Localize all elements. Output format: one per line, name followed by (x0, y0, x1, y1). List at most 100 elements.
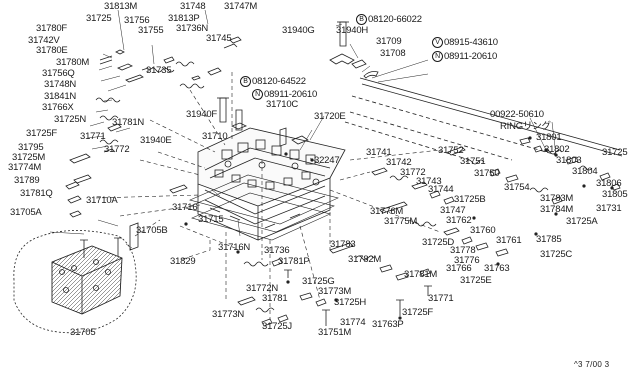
callout-31776: 31776 (454, 255, 480, 266)
bolt-symbol: B (240, 76, 251, 87)
upper-left-parts (65, 36, 242, 256)
callout-31736: 31736 (264, 245, 290, 256)
callout-31781M: 31781M (404, 269, 438, 280)
callout-31742V: 31742V (28, 35, 60, 46)
callout-31829: 31829 (170, 256, 196, 267)
callout-31766X: 31766X (42, 102, 74, 113)
callout-31725G: 31725G (302, 276, 335, 287)
callout-31754: 31754 (504, 182, 530, 193)
callout-31805: 31805 (602, 189, 628, 200)
callout-31741: 31741 (366, 147, 392, 158)
callout-31774: 31774 (340, 317, 366, 328)
callout-31773M: 31773M (318, 286, 352, 297)
callout-32247: 32247 (314, 155, 340, 166)
callout-31725N: 31725N (54, 114, 87, 125)
callout-31781: 31781 (262, 293, 288, 304)
callout-31743: 31743 (416, 176, 442, 187)
callout-31710: 31710 (202, 131, 228, 142)
callout-31742: 31742 (386, 157, 412, 168)
callout-31813M: 31813M (104, 1, 138, 12)
callout-31725F-bottom: 31725F (402, 307, 434, 318)
callout-31725D: 31725D (422, 237, 455, 248)
callout-31772-mid: 31772 (400, 167, 426, 178)
callout-31841N: 31841N (44, 91, 77, 102)
callout-00922-50610: 00922-50610 (490, 109, 544, 120)
callout-31780F: 31780F (36, 23, 68, 34)
callout-31773N: 31773N (212, 309, 245, 320)
callout-31763: 31763 (484, 263, 510, 274)
callout-31761: 31761 (496, 235, 522, 246)
upper-center-parts (217, 21, 379, 147)
leader-lines (49, 9, 557, 249)
callout-ring-note: RINGリング (500, 121, 551, 132)
callout-31802: 31802 (544, 144, 570, 155)
bolt-symbol: B (356, 14, 367, 25)
nut-symbol: N (432, 51, 443, 62)
callout-31725E: 31725E (460, 275, 492, 286)
callout-31725C: 31725C (540, 249, 573, 260)
lower-valve-body (13, 230, 137, 334)
callout-31780M: 31780M (56, 57, 90, 68)
connection-dots (184, 136, 614, 320)
callout-31781Q: 31781Q (20, 188, 53, 199)
callout-31755: 31755 (138, 25, 164, 36)
callout-31710C: 31710C (266, 99, 299, 110)
valve-body (185, 127, 346, 241)
callout-31708: 31708 (380, 48, 406, 59)
callout-31785: 31785 (536, 234, 562, 245)
part-number: 08911-20610 (444, 50, 498, 62)
callout-31745: 31745 (206, 33, 232, 44)
callout-31776M: 31776M (370, 206, 404, 217)
callout-31715: 31715 (198, 214, 224, 225)
callout-31725H: 31725H (334, 297, 367, 308)
callout-31747: 31747 (440, 205, 466, 216)
callout-31803: 31803 (556, 155, 582, 166)
callout-31747M: 31747M (224, 1, 258, 12)
callout-31725M: 31725M (12, 152, 46, 163)
callout-31725F-left: 31725F (26, 128, 58, 139)
callout-31750: 31750 (474, 168, 500, 179)
diagram-code: ^3 7/00 3 (574, 360, 610, 369)
callout-31795: 31795 (18, 142, 44, 153)
callout-31705: 31705 (70, 327, 96, 338)
callout-31725-top: 31725 (86, 13, 112, 24)
callout-31725A: 31725A (566, 216, 598, 227)
callout-31751: 31751 (460, 156, 486, 167)
callout-31751M: 31751M (318, 327, 352, 338)
callout-31756Q: 31756Q (42, 68, 75, 79)
callout-31735: 31735 (146, 65, 172, 76)
guide-lines (95, 72, 441, 320)
callout-31762: 31762 (446, 215, 472, 226)
callout-31940G: 31940G (282, 25, 315, 36)
callout-31781P: 31781P (278, 256, 310, 267)
callout-31771-bottom: 31771 (428, 293, 454, 304)
callout-31781N: 31781N (112, 117, 145, 128)
callout-31756: 31756 (124, 15, 150, 26)
callout-31783: 31783 (330, 239, 356, 250)
callout-31789: 31789 (14, 175, 40, 186)
callout-31716N: 31716N (218, 242, 251, 253)
callout-31772N: 31772N (246, 283, 279, 294)
part-number: 08911-20610 (264, 88, 318, 100)
callout-31744: 31744 (428, 184, 454, 195)
part-number: 08915-43610 (444, 36, 498, 48)
callout-31720E: 31720E (314, 111, 346, 122)
callout-31752: 31752 (438, 145, 464, 156)
callout-31763P: 31763P (372, 319, 404, 330)
callout-31710A: 31710A (86, 195, 118, 206)
callout-31748: 31748 (180, 1, 206, 12)
callout-31736N: 31736N (176, 23, 209, 34)
callout-31766: 31766 (446, 263, 472, 274)
nut-symbol: N (252, 89, 263, 100)
callout-31731: 31731 (596, 203, 622, 214)
right-spool-assemblies (329, 77, 623, 316)
callout-31705A: 31705A (10, 207, 42, 218)
callout-31709: 31709 (376, 36, 402, 47)
callout-31813P: 31813P (168, 13, 200, 24)
callout-31774M: 31774M (8, 162, 42, 173)
